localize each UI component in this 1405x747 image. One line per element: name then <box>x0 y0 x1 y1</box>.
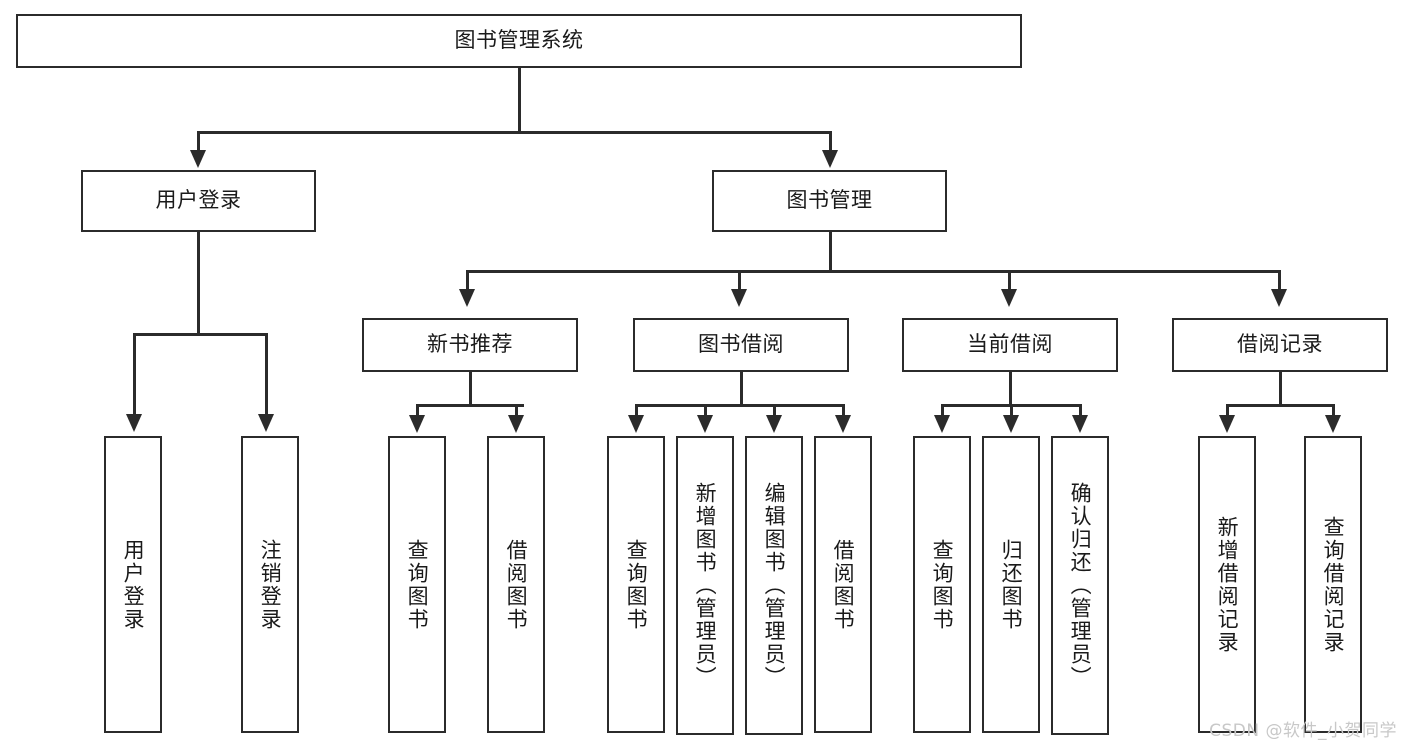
edge-root-to-book-management <box>829 131 832 153</box>
arrow-book-borrow-to-leaf-0 <box>628 415 644 433</box>
edge-borrow-record-to-leaf-0 <box>1226 404 1229 418</box>
arrow-bm-to-book-borrow <box>731 289 747 307</box>
node-book-management[interactable]: 图书管理 <box>712 170 947 232</box>
leaf-label: 编辑图书（管理员） <box>762 482 787 689</box>
edge-current-borrow-to-leaf-1 <box>1010 404 1013 418</box>
arrow-user-login-to-leaf-0 <box>126 414 142 432</box>
node-new-book-recommend[interactable]: 新书推荐 <box>362 318 578 372</box>
leaf-label: 确认归还（管理员） <box>1068 482 1093 689</box>
edge-book-management-bus <box>466 270 1280 273</box>
leaf-current-borrow-1[interactable]: 归还图书 <box>982 436 1040 733</box>
edge-new-book-to-leaf-1 <box>515 404 518 418</box>
arrow-root-to-book-management <box>822 150 838 168</box>
node-label: 当前借阅 <box>967 332 1053 357</box>
edge-book-borrow-stem <box>740 372 743 405</box>
arrow-current-borrow-to-leaf-2 <box>1072 415 1088 433</box>
arrow-current-borrow-to-leaf-1 <box>1003 415 1019 433</box>
arrow-current-borrow-to-leaf-0 <box>934 415 950 433</box>
edge-bm-to-current-borrow <box>1008 270 1011 292</box>
leaf-book-borrow-1[interactable]: 新增图书（管理员） <box>676 436 734 735</box>
edge-borrow-record-bus <box>1226 404 1334 407</box>
leaf-new-book-recommend-0[interactable]: 查询图书 <box>388 436 446 733</box>
node-root-book-management-system[interactable]: 图书管理系统 <box>16 14 1022 68</box>
node-label: 新书推荐 <box>427 332 513 357</box>
arrow-user-login-to-leaf-1 <box>258 414 274 432</box>
edge-current-borrow-to-leaf-0 <box>941 404 944 418</box>
leaf-book-borrow-3[interactable]: 借阅图书 <box>814 436 872 733</box>
edge-current-borrow-to-leaf-2 <box>1079 404 1082 418</box>
arrow-new-book-to-leaf-0 <box>409 415 425 433</box>
arrow-book-borrow-to-leaf-2 <box>766 415 782 433</box>
edge-book-management-stem <box>829 232 832 271</box>
arrow-borrow-record-to-leaf-1 <box>1325 415 1341 433</box>
edge-book-borrow-to-leaf-3 <box>842 404 845 418</box>
edge-user-login-to-leaf-0 <box>133 333 136 417</box>
arrow-new-book-to-leaf-1 <box>508 415 524 433</box>
leaf-label: 查询图书 <box>624 538 649 631</box>
edge-user-login-bus <box>133 333 267 336</box>
arrow-borrow-record-to-leaf-0 <box>1219 415 1235 433</box>
edge-bm-to-book-borrow <box>738 270 741 292</box>
edge-current-borrow-stem <box>1009 372 1012 405</box>
node-borrow-record[interactable]: 借阅记录 <box>1172 318 1388 372</box>
leaf-label: 注销登录 <box>258 538 283 631</box>
leaf-label: 借阅图书 <box>831 538 856 631</box>
leaf-user-login-1[interactable]: 注销登录 <box>241 436 299 733</box>
edge-new-book-bus <box>416 404 524 407</box>
arrow-bm-to-borrow-record <box>1271 289 1287 307</box>
leaf-label: 新增借阅记录 <box>1215 515 1240 654</box>
leaf-label: 新增图书（管理员） <box>693 482 718 689</box>
edge-new-book-to-leaf-0 <box>416 404 419 418</box>
node-label: 图书管理 <box>786 188 873 213</box>
leaf-label: 查询图书 <box>930 538 955 631</box>
node-label: 图书借阅 <box>698 332 784 357</box>
edge-root-to-user-login <box>197 131 200 153</box>
edge-new-book-stem <box>469 372 472 405</box>
leaf-user-login-0[interactable]: 用户登录 <box>104 436 162 733</box>
leaf-new-book-recommend-1[interactable]: 借阅图书 <box>487 436 545 733</box>
node-user-login[interactable]: 用户登录 <box>81 170 316 232</box>
node-current-borrow[interactable]: 当前借阅 <box>902 318 1118 372</box>
leaf-borrow-record-0[interactable]: 新增借阅记录 <box>1198 436 1256 733</box>
edge-user-login-stem <box>197 232 200 334</box>
leaf-book-borrow-2[interactable]: 编辑图书（管理员） <box>745 436 803 735</box>
leaf-label: 用户登录 <box>121 538 146 631</box>
edge-bm-to-new-book <box>466 270 469 292</box>
edge-user-login-to-leaf-1 <box>265 333 268 417</box>
arrow-book-borrow-to-leaf-3 <box>835 415 851 433</box>
leaf-label: 借阅图书 <box>504 538 529 631</box>
leaf-current-borrow-2[interactable]: 确认归还（管理员） <box>1051 436 1109 735</box>
node-label: 用户登录 <box>155 188 242 213</box>
leaf-label: 归还图书 <box>999 538 1024 631</box>
node-label: 借阅记录 <box>1237 332 1323 357</box>
leaf-current-borrow-0[interactable]: 查询图书 <box>913 436 971 733</box>
edge-borrow-record-stem <box>1279 372 1282 405</box>
edge-root-bus <box>197 131 831 134</box>
arrow-bm-to-new-book <box>459 289 475 307</box>
edge-book-borrow-to-leaf-2 <box>773 404 776 418</box>
edge-book-borrow-to-leaf-0 <box>635 404 638 418</box>
edge-bm-to-borrow-record <box>1278 270 1281 292</box>
leaf-borrow-record-1[interactable]: 查询借阅记录 <box>1304 436 1362 733</box>
node-label: 图书管理系统 <box>454 28 584 53</box>
edge-borrow-record-to-leaf-1 <box>1332 404 1335 418</box>
leaf-book-borrow-0[interactable]: 查询图书 <box>607 436 665 733</box>
arrow-book-borrow-to-leaf-1 <box>697 415 713 433</box>
leaf-label: 查询借阅记录 <box>1321 515 1346 654</box>
edge-root-stem <box>518 68 521 132</box>
leaf-label: 查询图书 <box>405 538 430 631</box>
arrow-bm-to-current-borrow <box>1001 289 1017 307</box>
node-book-borrow[interactable]: 图书借阅 <box>633 318 849 372</box>
edge-book-borrow-bus <box>635 404 844 407</box>
edge-book-borrow-to-leaf-1 <box>704 404 707 418</box>
arrow-root-to-user-login <box>190 150 206 168</box>
